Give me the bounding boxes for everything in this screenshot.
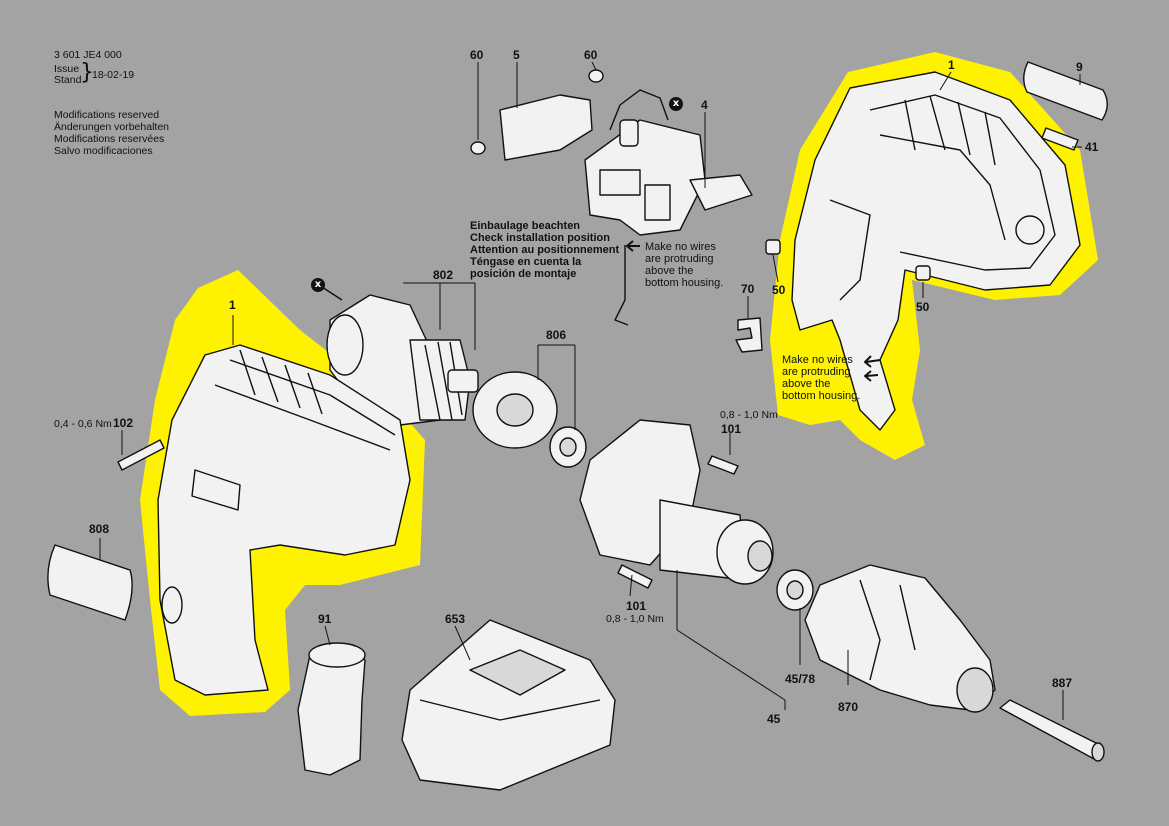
- torque-101: 0,8 - 1,0 Nm: [606, 613, 664, 625]
- part-label-887: 887: [1052, 676, 1073, 690]
- x-wire-left: [321, 286, 343, 301]
- motor-802-shape: [326, 294, 479, 426]
- part-label-60: 60: [584, 48, 598, 62]
- arrow-wire-note-2b: [864, 370, 879, 382]
- wire-note-1-line: bottom housing.: [645, 277, 724, 289]
- arrow-wire-note-2: [864, 355, 881, 368]
- leader-lines: [99, 61, 1082, 720]
- bit-holder-887: [999, 699, 1101, 761]
- part-label-45: 45: [767, 712, 781, 726]
- modifications-note-en: Modifications reserved: [54, 109, 160, 121]
- modifications-note-es: Salvo modificaciones: [54, 145, 153, 157]
- issue-date: 18-02-19: [92, 69, 135, 81]
- install-note-line: Einbaulage beachten: [470, 220, 581, 232]
- switch-module-shape: [499, 89, 753, 236]
- part-label-101: 101: [626, 599, 647, 613]
- part-label-91: 91: [318, 612, 332, 626]
- part-label-5: 5: [513, 48, 520, 62]
- wire-note-2-line: bottom housing.: [782, 390, 861, 402]
- torque-101: 0,8 - 1,0 Nm: [720, 409, 778, 421]
- part-label-653: 653: [445, 612, 466, 626]
- wire-note-2-line: are protruding: [782, 366, 851, 378]
- issue-label: Issue: [54, 63, 80, 75]
- modifications-note-de: Änderungen vorbehalten: [54, 121, 170, 133]
- damper-50b: [915, 265, 931, 281]
- screw-102: [117, 439, 165, 471]
- label-sheet-808: [47, 544, 133, 621]
- part-label-70: 70: [741, 282, 755, 296]
- gear-housing-shape: [579, 419, 774, 585]
- sticker-41: [1041, 127, 1079, 151]
- part-label-1: 1: [948, 58, 955, 72]
- stand-label: Stand: [54, 74, 82, 86]
- housing-right-shape: [791, 71, 1081, 431]
- install-note-line: Téngase en cuenta la: [470, 256, 582, 268]
- chuck-870-shape: [804, 564, 996, 713]
- install-note-line: posición de montaje: [470, 268, 577, 280]
- install-note-line: Check installation position: [470, 232, 610, 244]
- part-label-50: 50: [772, 283, 786, 297]
- doc-number: 3 601 JE4 000: [54, 49, 122, 61]
- brace-icon: }: [80, 60, 94, 85]
- wire-note-1-line: above the: [645, 265, 694, 277]
- damper-50a: [765, 239, 781, 255]
- part-label-1: 1: [229, 298, 236, 312]
- wire-note-1-line: are protruding: [645, 253, 714, 265]
- install-note-line: Attention au positionnement: [470, 244, 620, 256]
- wire-note-2-line: Make no wires: [782, 354, 853, 366]
- label-sheet-9: [1023, 61, 1108, 121]
- pin-60a: [470, 141, 486, 155]
- part-label-45-78: 45/78: [785, 672, 816, 686]
- part-label-41: 41: [1085, 140, 1099, 154]
- wire-note-2-line: above the: [782, 378, 831, 390]
- part-label-101: 101: [721, 422, 742, 436]
- housing-left-shape: [157, 344, 411, 696]
- wire-note-1-line: Make no wires: [645, 241, 716, 253]
- part-label-50: 50: [916, 300, 930, 314]
- part-label-802: 802: [433, 268, 454, 282]
- part-label-4: 4: [701, 98, 708, 112]
- clip-70: [735, 317, 763, 353]
- modifications-note-fr: Modifications reservées: [54, 133, 165, 145]
- part-label-808: 808: [89, 522, 110, 536]
- charger-653-shape: [401, 619, 616, 791]
- part-label-9: 9: [1076, 60, 1083, 74]
- pin-60b: [588, 69, 604, 83]
- arrow-wire-note-1: [626, 240, 640, 252]
- part-label-60: 60: [470, 48, 484, 62]
- x-marker-icon: x: [311, 278, 325, 292]
- part-label-870: 870: [838, 700, 859, 714]
- part-label-102: 102: [113, 416, 134, 430]
- battery-91-shape: [297, 642, 366, 776]
- screw-101b: [617, 564, 653, 589]
- torque-102: 0,4 - 0,6 Nm: [54, 418, 112, 430]
- screw-101a: [707, 455, 739, 475]
- wire: [614, 245, 629, 326]
- part-label-806: 806: [546, 328, 567, 342]
- x-marker-icon: x: [669, 97, 683, 111]
